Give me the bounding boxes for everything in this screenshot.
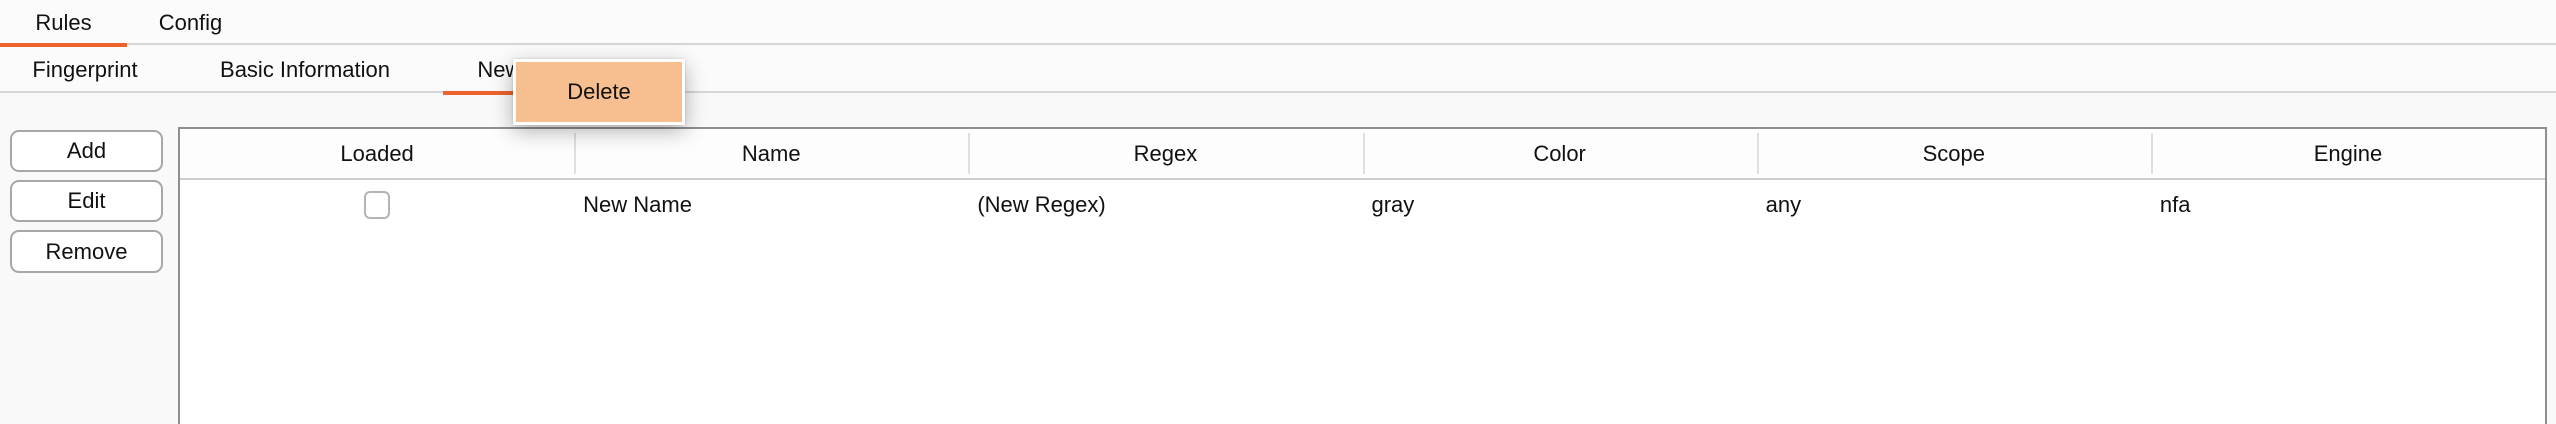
table-row[interactable]: New Name (New Regex) gray any nfa <box>180 180 2545 230</box>
primary-tab-bar: Rules Config <box>0 0 2556 47</box>
column-header-scope[interactable]: Scope <box>1756 129 2151 178</box>
tab-basic-information[interactable]: Basic Information <box>170 47 440 93</box>
column-header-name[interactable]: Name <box>574 129 968 178</box>
column-header-color[interactable]: Color <box>1362 129 1757 178</box>
secondary-tab-bar: Fingerprint Basic Information New 0 <box>0 47 2556 95</box>
loaded-checkbox[interactable] <box>364 191 391 219</box>
column-header-engine[interactable]: Engine <box>2150 129 2545 178</box>
rules-table: Loaded Name Regex Color Scope Engine New… <box>178 127 2547 424</box>
tab-basic-information-label: Basic Information <box>220 57 390 82</box>
cell-name: New Name <box>583 192 692 217</box>
menu-item-delete-label: Delete <box>567 79 631 104</box>
tab-rules[interactable]: Rules <box>0 0 127 47</box>
cell-engine: nfa <box>2159 192 2191 217</box>
menu-item-delete[interactable]: Delete <box>516 62 682 122</box>
context-menu: Delete <box>513 59 685 125</box>
tab-rules-label: Rules <box>35 9 92 35</box>
tab-config[interactable]: Config <box>127 0 254 45</box>
cell-color: gray <box>1371 192 1415 217</box>
tab-config-label: Config <box>158 9 223 35</box>
cell-scope: any <box>1765 192 1802 217</box>
column-header-regex[interactable]: Regex <box>968 129 1362 178</box>
add-button[interactable]: Add <box>10 130 163 172</box>
column-header-loaded[interactable]: Loaded <box>340 140 414 166</box>
remove-button[interactable]: Remove <box>10 230 163 273</box>
cell-regex: (New Regex) <box>977 192 1106 217</box>
tab-fingerprint-label: Fingerprint <box>32 57 138 82</box>
cell-loaded <box>180 180 574 230</box>
tab-fingerprint[interactable]: Fingerprint <box>0 47 170 93</box>
table-header-row: Loaded Name Regex Color Scope Engine <box>180 129 2545 180</box>
edit-button[interactable]: Edit <box>10 180 163 222</box>
